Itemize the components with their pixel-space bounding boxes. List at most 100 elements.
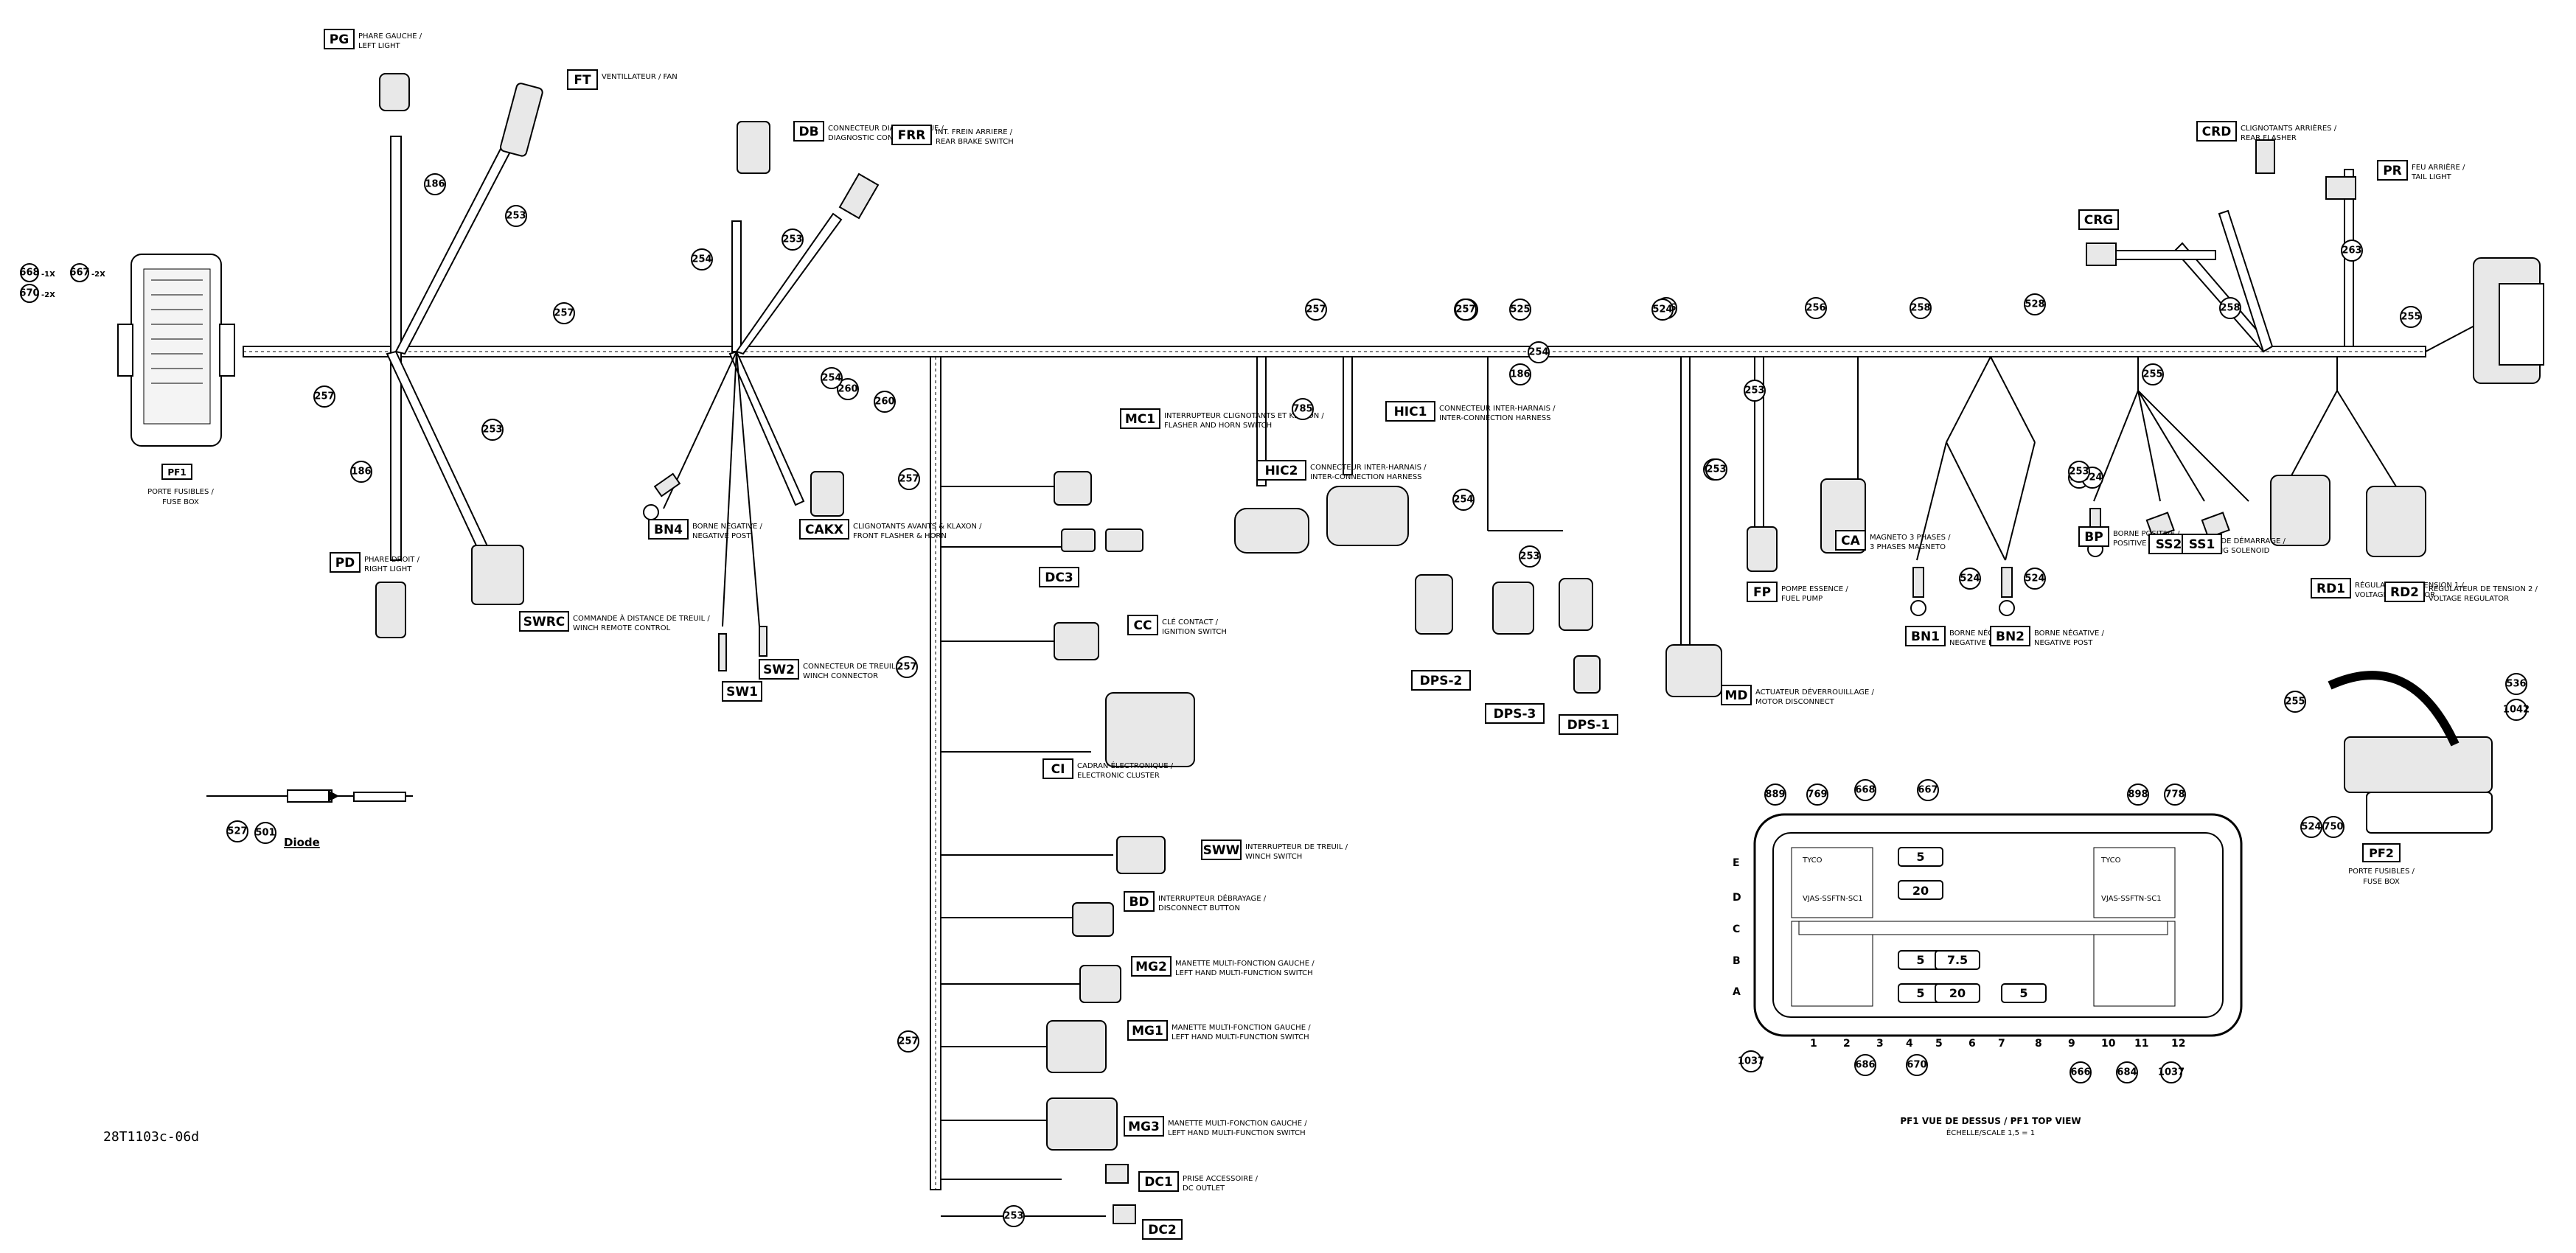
- pf2-ref-1042: 1042: [2503, 705, 2530, 716]
- wire-number: 253: [2069, 467, 2089, 478]
- fusebox-scale: ÉCHELLE/SCALE 1,5 = 1: [1946, 1128, 2035, 1137]
- connector-desc-en: INTER-CONNECTION HARNESS: [1310, 473, 1422, 481]
- connector-code-box: [1485, 703, 1545, 724]
- connector-desc-en: INTER-CONNECTION HARNESS: [1439, 414, 1551, 422]
- connector-code: HIC1: [1394, 405, 1427, 419]
- connector-code: SWRC: [523, 615, 565, 629]
- connector-desc-fr: CLÉ CONTACT /: [1162, 617, 1219, 626]
- connector-code-box: [324, 29, 355, 49]
- main-trunk: [243, 324, 2478, 357]
- fuse-box-pf1: PF1 PORTE FUSIBLES / FUSE BOX: [117, 254, 235, 506]
- pf2-ref-255: 255: [2285, 697, 2305, 708]
- connector-desc-en: POSITIVE POST: [2113, 540, 2169, 548]
- connector-desc-fr: INT. FREIN ARRIERE /: [936, 128, 1013, 136]
- connector-code-box: [2311, 578, 2351, 598]
- wire-number-bubble: 525: [1509, 299, 1531, 321]
- connector-code: SS2: [2156, 537, 2182, 552]
- wire-number-bubble: 257: [1305, 299, 1327, 321]
- connector-code-box: [1127, 1020, 1168, 1041]
- connector-code-box: [799, 519, 849, 540]
- wire-number-bubble: 253: [2068, 461, 2090, 483]
- pf2-refs: 255 536 1042 524 750 PF2 PORTE FUSIBLES …: [2284, 673, 2530, 886]
- connector-code: CRD: [2202, 125, 2232, 139]
- connector-desc-fr: CONNECTEUR INTER-HARNAIS /: [1439, 405, 1556, 413]
- connector-desc-en: FLASHER AND HORN SWITCH: [1164, 422, 1272, 430]
- connector-code: PD: [335, 556, 355, 570]
- connector-desc-fr: MANETTE MULTI-FONCTION GAUCHE /: [1175, 960, 1315, 968]
- connector-code: SW1: [726, 685, 758, 699]
- col-5: 5: [1935, 1038, 1943, 1050]
- wire-number: 186: [351, 467, 371, 478]
- left-branches: [386, 136, 843, 627]
- row-label-a: A: [1733, 986, 1741, 998]
- row-label-c: C: [1733, 924, 1740, 935]
- wire-number-bubble: 528: [2024, 293, 2046, 315]
- wire-number-bubble: 253: [1744, 380, 1766, 402]
- relay-brand-right: TYCO: [2100, 856, 2121, 865]
- wire-number: 253: [782, 234, 802, 245]
- connector-code-box: [1256, 460, 1306, 481]
- connector-desc-fr: CLIGNOTANTS ARRIÈRES /: [2241, 123, 2337, 133]
- figure-code: 28T1103c-06d: [103, 1129, 199, 1145]
- wire-number: 257: [1455, 304, 1475, 315]
- wire-number: 254: [1528, 347, 1548, 358]
- connector-code: BP: [2084, 530, 2103, 545]
- tv-ref-666: 666: [2070, 1067, 2090, 1078]
- wire-number: 524: [2025, 573, 2044, 584]
- connector-desc-en: WINCH REMOTE CONTROL: [573, 624, 671, 632]
- connector-desc-en: FRONT FLASHER & HORN: [853, 532, 947, 540]
- pf2-ref-524: 524: [2301, 822, 2321, 833]
- connector-code-box: [1124, 1116, 1164, 1137]
- wire-number: 186: [425, 179, 445, 190]
- top-left-refs: 668 -1X 667 -2X 670 -2X: [19, 263, 105, 303]
- connector-code: MG3: [1128, 1120, 1160, 1134]
- wire-number: 785: [1292, 404, 1312, 415]
- connector-code: CI: [1051, 762, 1065, 777]
- connector-code: DPS-1: [1567, 718, 1610, 733]
- wire-number-bubble: 260: [837, 378, 859, 400]
- wire-number-bubble: 253: [1519, 545, 1541, 568]
- wire-number-bubble: 253: [781, 228, 804, 251]
- connector-code: MD: [1724, 688, 1747, 703]
- connector-desc-en: NEGATIVE POST: [2034, 639, 2093, 647]
- wire-bubbles: 1862532572542532602572602572572562582562…: [313, 173, 2422, 1227]
- connector-code-box: [567, 69, 598, 90]
- pf2-code: PF2: [2369, 846, 2394, 860]
- connector-desc-fr: MAGNETO 3 PHASES /: [1870, 534, 1951, 542]
- wire-number-bubble: 256: [1805, 297, 1827, 319]
- connector-code-box: [519, 611, 569, 632]
- connector-code: SS1: [2189, 537, 2215, 552]
- connector-desc-en: LEFT HAND MULTI-FUNCTION SWITCH: [1172, 1033, 1309, 1041]
- wire-number: 257: [554, 308, 574, 319]
- wire-number-bubble: 258: [2219, 297, 2241, 319]
- fuse-value-1: 5: [1916, 850, 1924, 864]
- ref-suffix-670: -2X: [41, 291, 55, 299]
- wire-number: 528: [2025, 299, 2044, 310]
- tv-ref-889: 889: [1765, 789, 1785, 800]
- connector-code: DB: [798, 125, 818, 139]
- wire-number: 254: [692, 254, 711, 265]
- connector-desc-en: 3 PHASES MAGNETO: [1870, 543, 1946, 551]
- connector-label-sw1: SW1: [722, 681, 762, 702]
- wire-number-bubble: 524: [1959, 568, 1981, 590]
- row-label-b: B: [1733, 955, 1741, 967]
- wire-number: 263: [2342, 245, 2361, 256]
- connector-code: BN1: [1911, 629, 1940, 644]
- wire-number-bubble: 257: [898, 468, 920, 490]
- connector-code-box: [2078, 526, 2109, 547]
- wire-number: 258: [1910, 303, 1930, 314]
- col-4: 4: [1906, 1038, 1913, 1050]
- connector-desc-fr: POMPE ESSENCE /: [1781, 585, 1848, 593]
- col-11: 11: [2134, 1038, 2148, 1050]
